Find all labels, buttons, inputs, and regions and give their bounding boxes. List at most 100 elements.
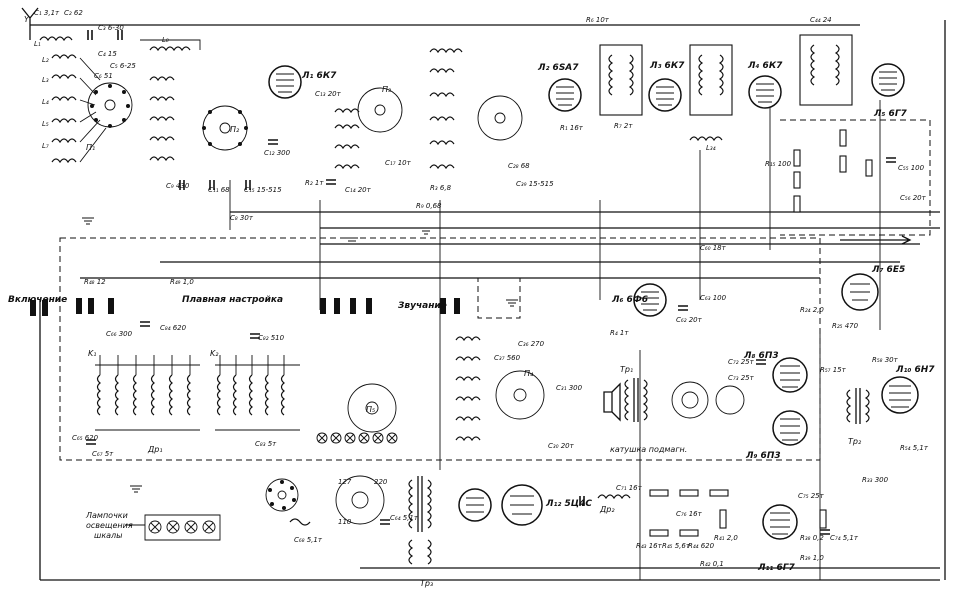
label-r25: R₂₅ 470 bbox=[832, 322, 859, 330]
mains-voltage-selector: 127 220 110 bbox=[335, 475, 388, 526]
tone-coil-bank: П₄ bbox=[455, 336, 545, 442]
label-r48: R₄₈ 12 bbox=[84, 278, 106, 286]
label-c63: C₆₃ 100 bbox=[700, 294, 727, 302]
label-r24: R₂₄ 2,0 bbox=[800, 306, 824, 314]
octal-socket bbox=[265, 478, 299, 512]
label-c44: C₄₄ 24 bbox=[810, 16, 832, 24]
label-c4: C₄ 15 bbox=[98, 50, 117, 58]
antenna: Y bbox=[21, 7, 39, 40]
label-p3: П₃ bbox=[382, 85, 391, 94]
label-p2: П₂ bbox=[230, 125, 240, 134]
label-tuning: Плавная настройка bbox=[182, 295, 283, 305]
label-r1: R₁ 16т bbox=[560, 124, 584, 132]
label-r44: R₄₄ 620 bbox=[688, 542, 715, 550]
label-c8: C₈ 30т bbox=[230, 214, 254, 222]
preset-tuning-block: Плавная настройка K₁ K₂ bbox=[76, 295, 460, 431]
tube-l4-label: Л₄ 6К7 bbox=[747, 61, 783, 71]
label-r6: R₆ 10т bbox=[586, 16, 610, 24]
label-c39: C₃₉ 15-515 bbox=[516, 180, 554, 188]
label-L2: L₂ bbox=[42, 56, 49, 64]
label-c75: C₇₅ 25т bbox=[798, 492, 825, 500]
tube-l2-label: Л₂ 6SA7 bbox=[537, 63, 579, 73]
label-field-coil: катушка подмагн. bbox=[610, 445, 687, 454]
label-c31: C₃₁ 300 bbox=[556, 384, 583, 392]
label-c72: C₇₂ 25т bbox=[728, 358, 755, 366]
label-c73: C₇₃ 25т bbox=[728, 374, 755, 382]
tube-l3: Л₃ 6К7 bbox=[648, 61, 685, 112]
label-dr2: Др₂ bbox=[599, 505, 615, 514]
label-L34: L₃₄ bbox=[706, 144, 716, 152]
tube-l11-label: Л₁₁ 6Г7 bbox=[757, 563, 795, 573]
label-r15: R₁₅ 100 bbox=[765, 160, 792, 168]
label-c37: C₃₇ 560 bbox=[494, 354, 521, 362]
label-c28: C₂₈ 68 bbox=[508, 162, 530, 170]
label-c76: C₇₆ 16т bbox=[676, 510, 703, 518]
tube-l5: Л₅ 6Г7 bbox=[871, 63, 908, 119]
label-r57: R₅₇ 15т bbox=[820, 366, 847, 374]
label-dr1: Др₁ bbox=[147, 445, 163, 454]
speaker bbox=[603, 382, 621, 422]
tube-l12-label: Л₁₂ 5Ц4С bbox=[545, 499, 592, 509]
tube-l4: Л₄ 6К7 bbox=[747, 61, 783, 109]
label-r3: R₃ 6,8 bbox=[430, 184, 452, 192]
label-L3: L₃ bbox=[42, 76, 49, 84]
ground-symbols bbox=[82, 217, 518, 493]
label-tr2: Tр₂ bbox=[848, 437, 862, 446]
label-r41: R₄₁ 2,0 bbox=[714, 534, 738, 542]
label-220v: 220 bbox=[374, 478, 388, 486]
tube-l7-tuning-eye: Л₇ 6Е5 bbox=[841, 265, 905, 311]
band-indicator-lamps bbox=[316, 432, 398, 444]
label-c1: C₁ 3,1т bbox=[34, 9, 60, 17]
label-c67: C₆₇ 5т bbox=[92, 450, 114, 458]
tube-l5-label: Л₅ 6Г7 bbox=[873, 109, 908, 119]
label-c17: C₁₇ 10т bbox=[385, 159, 412, 167]
label-lamps-1: Лампочки bbox=[85, 511, 128, 520]
label-L4: L₄ bbox=[42, 98, 49, 106]
label-c66: C₆₆ 300 bbox=[106, 330, 133, 338]
tube-l9: Л₉ 6П3 bbox=[745, 410, 808, 461]
capacitor-symbols bbox=[86, 30, 896, 535]
tube-l7-label: Л₇ 6Е5 bbox=[871, 265, 905, 275]
label-c82: C₈₂ 510 bbox=[258, 334, 285, 342]
label-lamps-3: шкалы bbox=[94, 531, 122, 540]
label-c64: C₆₄ 5,1т bbox=[390, 514, 419, 522]
diode-symbol bbox=[458, 488, 492, 522]
tube-l10: Л₁₀ 6Н7 bbox=[881, 365, 935, 414]
label-p4: П₄ bbox=[524, 369, 534, 378]
speaker-field-coil: катушка подмагн. bbox=[610, 381, 709, 454]
tube-l10-label: Л₁₀ 6Н7 bbox=[895, 365, 935, 375]
stage2-coils: П₃ bbox=[334, 85, 403, 170]
output-transformer-tr1: Tр₁ bbox=[620, 365, 648, 422]
antenna-label: Y bbox=[24, 15, 30, 24]
label-switch-on: Включение bbox=[8, 295, 67, 305]
label-c2: C₂ 62 bbox=[64, 9, 83, 17]
input-coil-bank: L₁ L₂ L₃ L₄ L₅ L₇ bbox=[34, 36, 107, 164]
power-switch: Включение bbox=[8, 295, 67, 316]
band-switch-p5: П₅ bbox=[347, 383, 397, 433]
choke-dr2: Др₂ bbox=[597, 494, 631, 514]
label-tr3: Tр₃ bbox=[420, 579, 433, 588]
label-c65: C₆₅ 620 bbox=[72, 434, 99, 442]
label-r7: R₇ 2т bbox=[614, 122, 633, 130]
tube-l1-label: Л₁ 6К7 bbox=[301, 71, 337, 81]
label-c68: C₆₈ 5,1т bbox=[294, 536, 323, 544]
label-lamps-2: освещения bbox=[86, 521, 133, 530]
label-c56: C₅₆ 20т bbox=[900, 194, 927, 202]
label-r54: R₅₄ 5,1т bbox=[900, 444, 929, 452]
label-c14: C₁₄ 20т bbox=[345, 186, 372, 194]
label-r43: R₄₃ 16т bbox=[636, 542, 663, 550]
label-r9: R₉ 0,68 bbox=[416, 202, 442, 210]
label-c74: C₇₄ 5,1т bbox=[830, 534, 859, 542]
label-c62: C₆₂ 20т bbox=[676, 316, 703, 324]
label-c13: C₁₃ 20т bbox=[315, 90, 342, 98]
label-c60: C₆₀ 18т bbox=[700, 244, 727, 252]
label-c6: C₆ 51 bbox=[94, 72, 113, 80]
label-sound: Звучание bbox=[398, 301, 447, 311]
resistor-column bbox=[793, 129, 873, 213]
sound-dashed-box bbox=[477, 277, 521, 319]
rf-coil-bank: L₈ bbox=[140, 36, 201, 162]
dial-lamps: Лампочки освещения шкалы bbox=[85, 511, 221, 541]
label-c83: C₈₃ 5т bbox=[255, 440, 277, 448]
tube-l12-rectifier: Л₁₂ 5Ц4С bbox=[501, 484, 592, 526]
